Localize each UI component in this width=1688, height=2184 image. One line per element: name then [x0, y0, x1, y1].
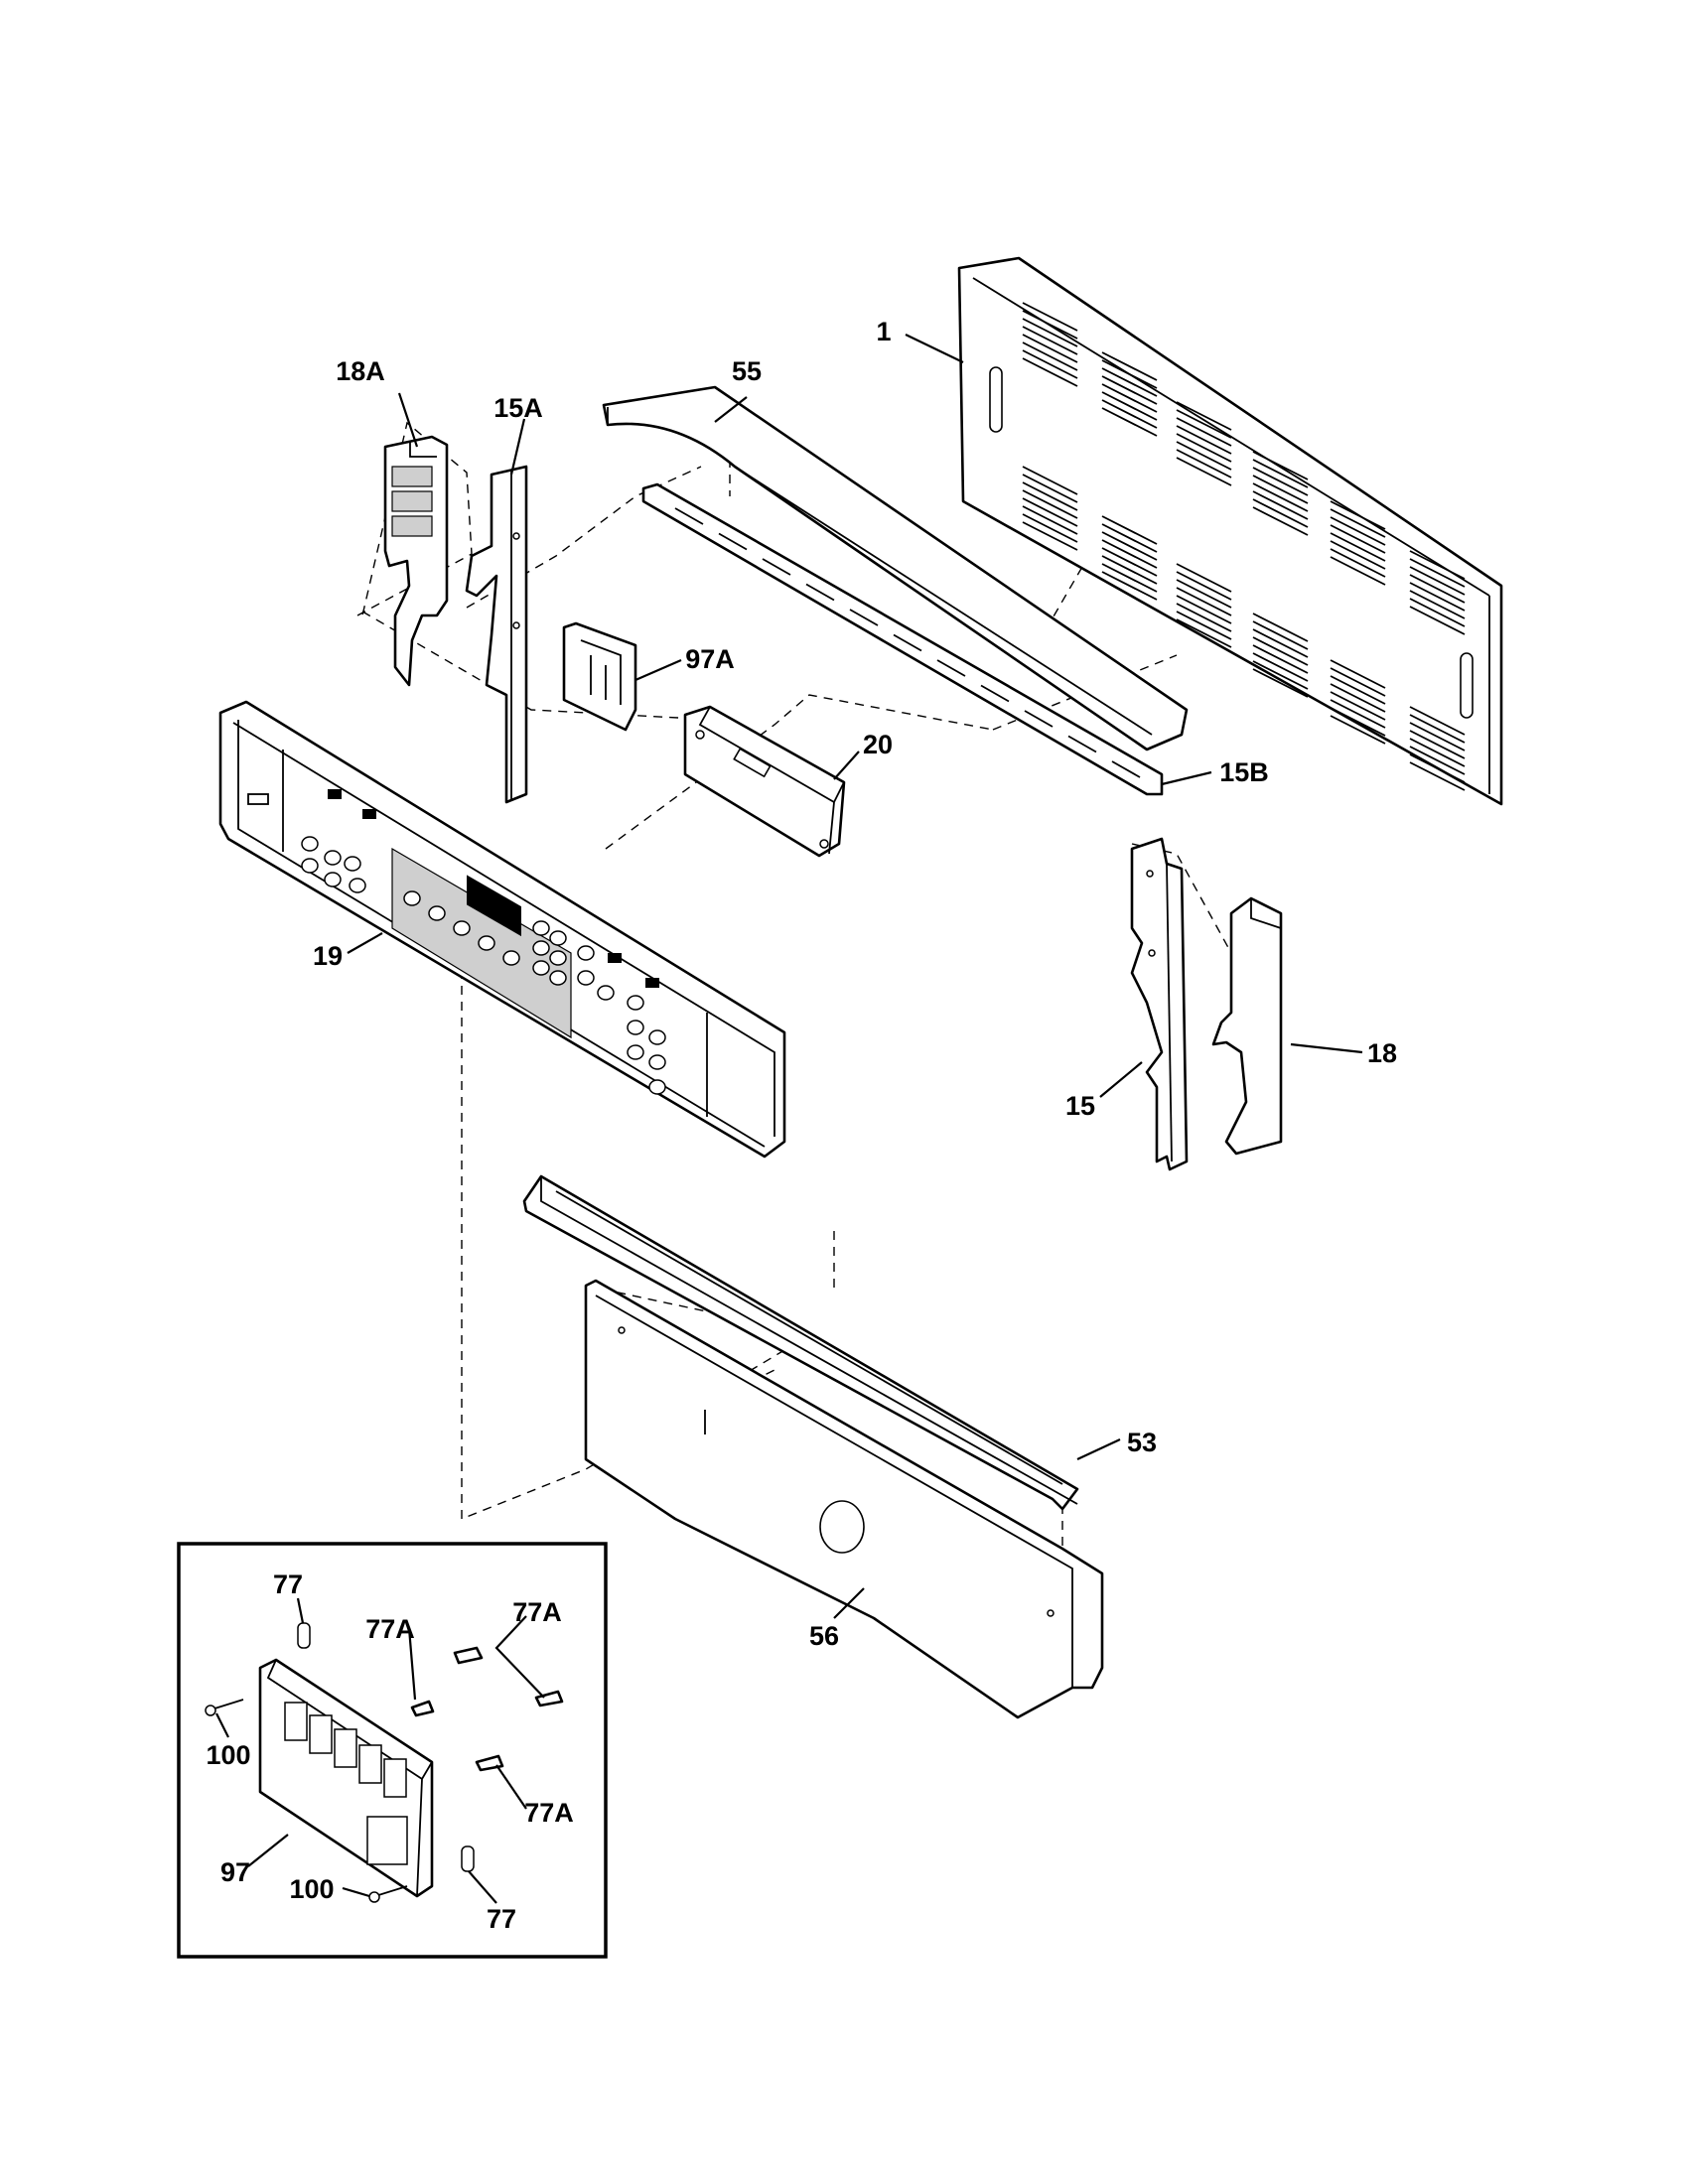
bracket-rail-part-15B [641, 482, 1164, 796]
inset-callout-77A-right: 77A [512, 1597, 562, 1627]
control-board-part-20 [683, 705, 846, 858]
inset-callout-100-left: 100 [206, 1740, 250, 1770]
bracket-part-15A [465, 465, 528, 804]
callout-1: 1 [876, 317, 891, 346]
callout-labels: 1 18A 15A 55 97A 20 15B 19 18 15 53 56 [313, 317, 1397, 1651]
inset-callout-97: 97 [220, 1857, 250, 1887]
callout-15B: 15B [1219, 757, 1269, 787]
callout-18A: 18A [336, 356, 385, 386]
callout-18: 18 [1367, 1038, 1397, 1068]
inset-callout-77-bottom: 77 [487, 1904, 516, 1934]
callout-53: 53 [1127, 1428, 1157, 1457]
lower-panel-part-56 [584, 1279, 1104, 1719]
inset-callout-100-bottom: 100 [289, 1874, 334, 1904]
inset-callout-77-top: 77 [273, 1570, 303, 1599]
callout-15: 15 [1065, 1091, 1095, 1121]
callout-20: 20 [863, 730, 893, 759]
control-panel-part-19 [218, 700, 786, 1159]
inset-callout-77A-bottom: 77A [524, 1798, 574, 1828]
end-cap-part-18A [383, 435, 449, 687]
inset-labels: 77 77A 77A 100 77A 97 100 77 [206, 1570, 573, 1934]
callout-19: 19 [313, 941, 343, 971]
rear-panel-part-1 [957, 256, 1503, 806]
callout-15A: 15A [493, 393, 543, 423]
callout-97A: 97A [685, 644, 735, 674]
board-part-97A [562, 621, 637, 732]
callout-56: 56 [809, 1621, 839, 1651]
inset-box [177, 1542, 608, 1959]
callout-55: 55 [732, 356, 762, 386]
leader-lines [215, 334, 1363, 1904]
top-trim-part-55 [602, 385, 1189, 751]
inset-callout-77A-left: 77A [365, 1614, 415, 1644]
end-cap-part-18 [1211, 896, 1283, 1156]
lower-rail-part-53 [522, 1174, 1079, 1511]
bracket-part-15 [1130, 837, 1189, 1171]
